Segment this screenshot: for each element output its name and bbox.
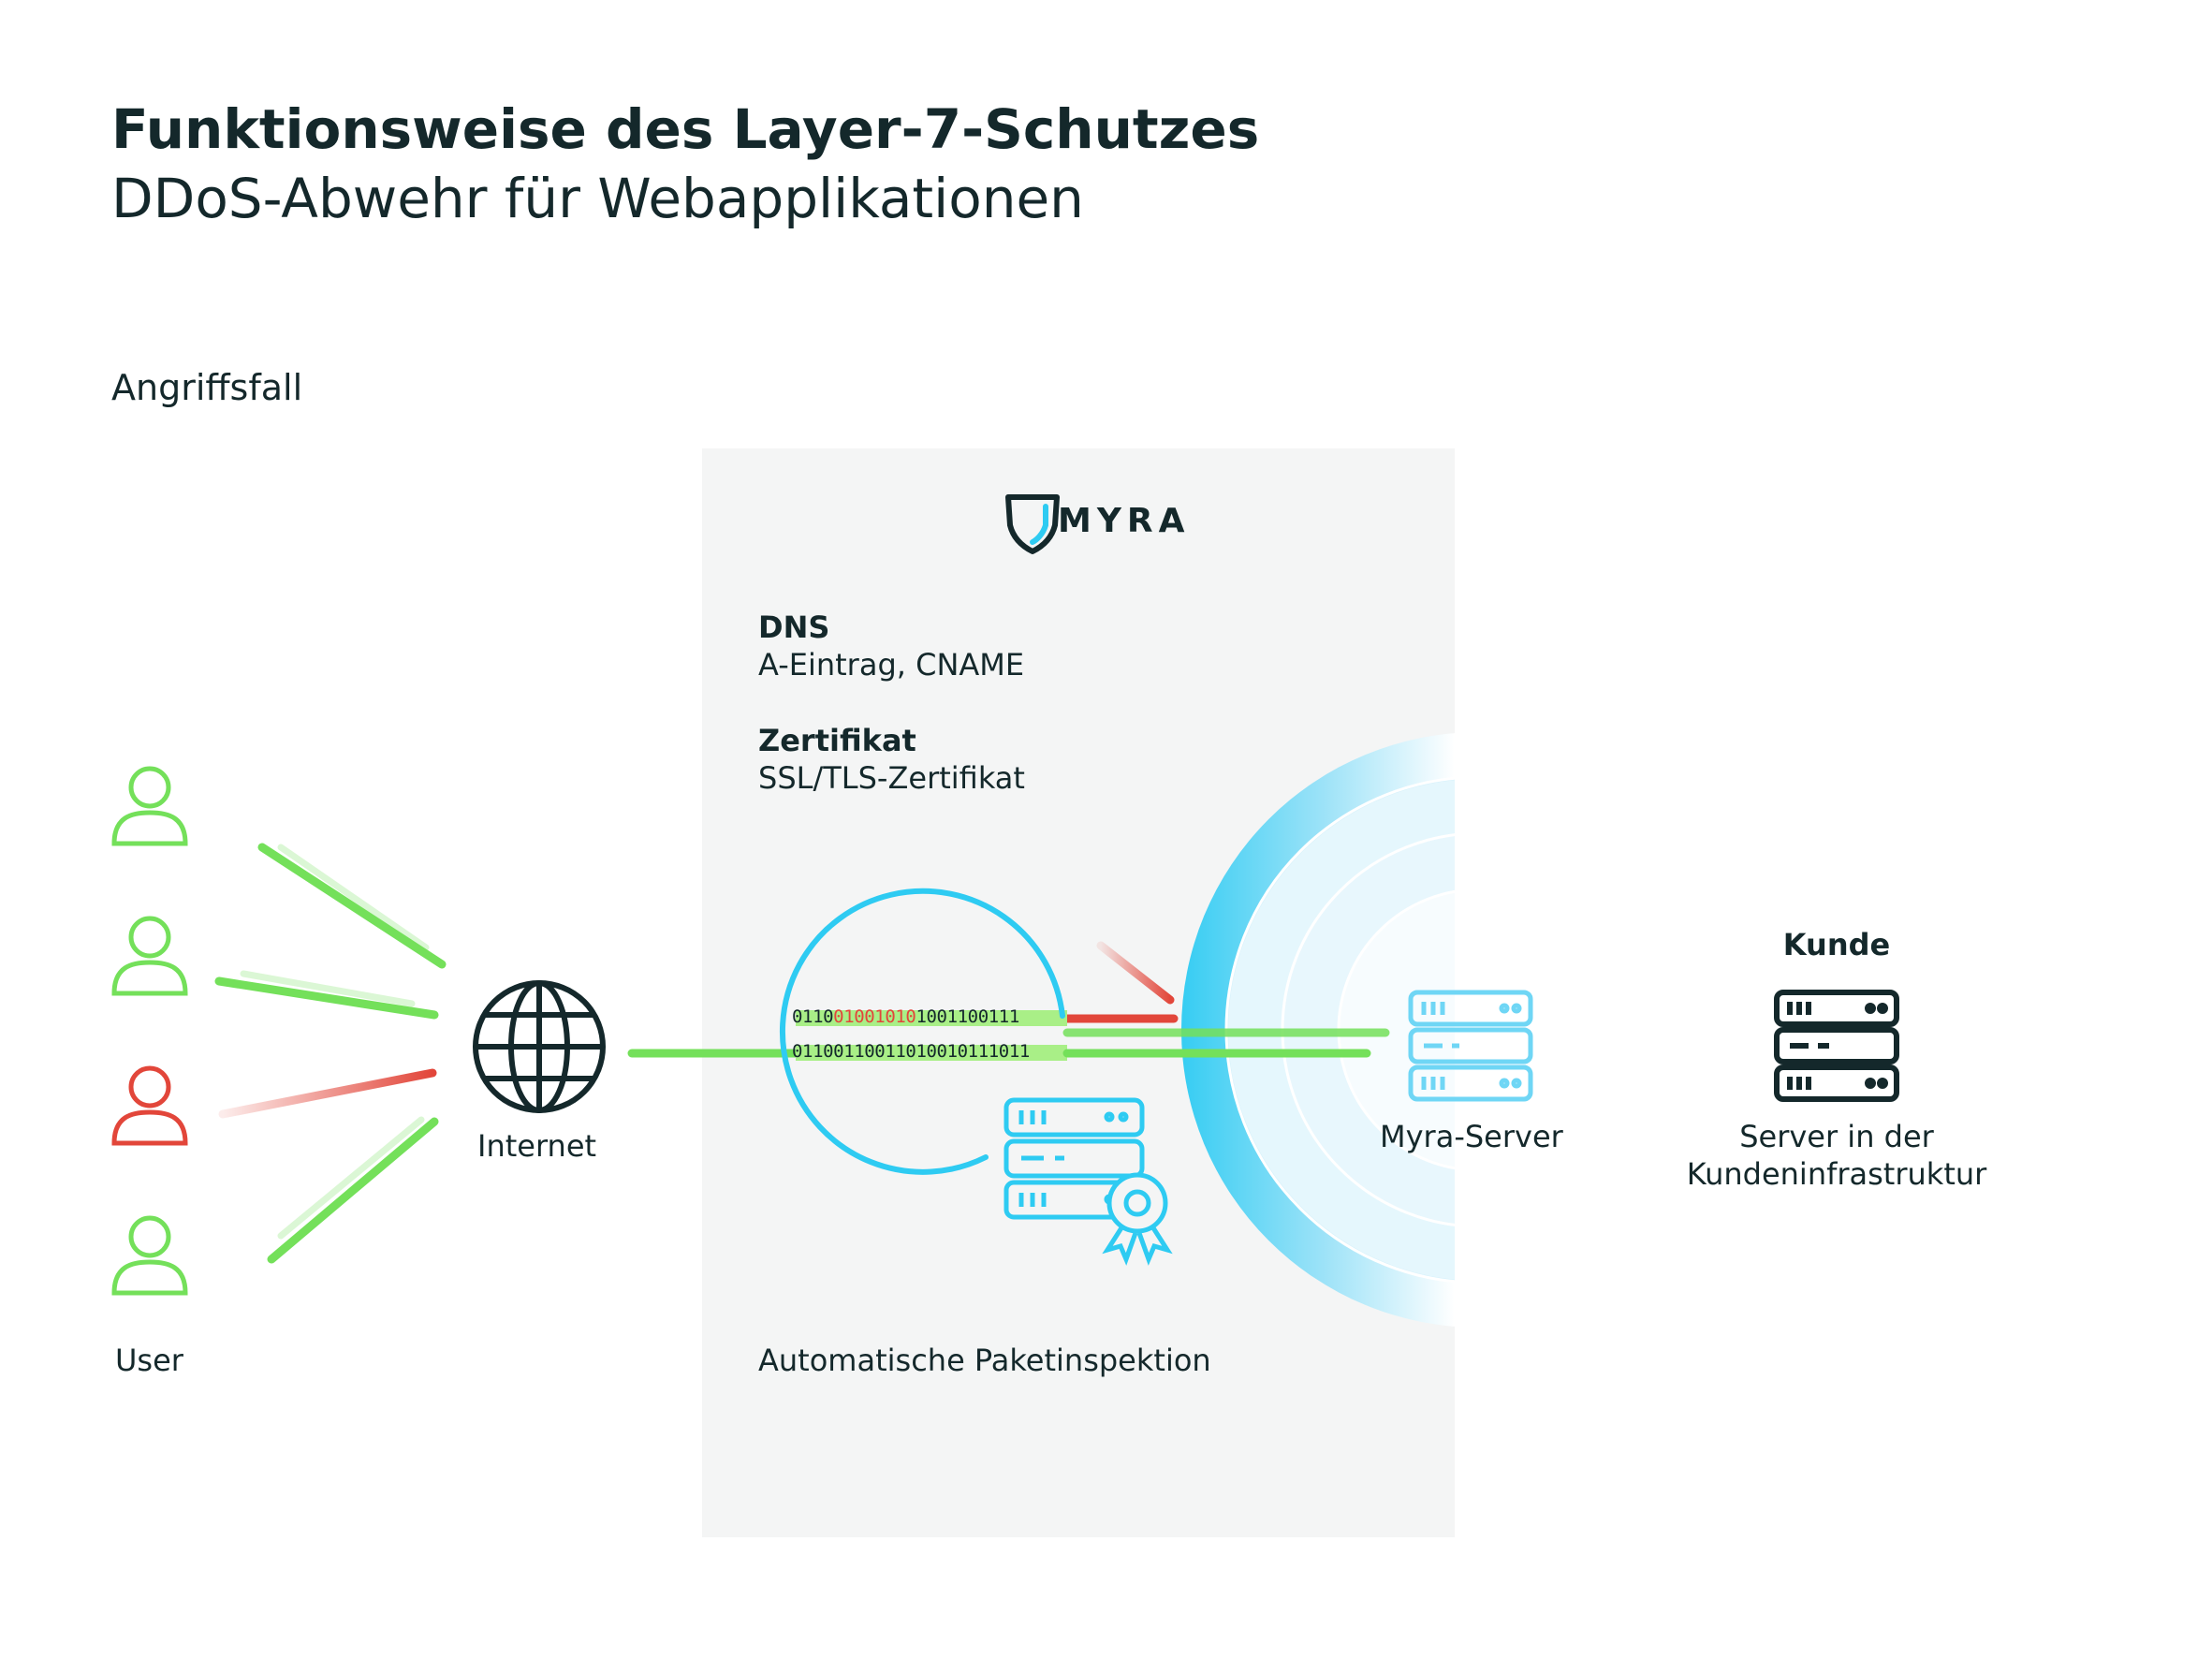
bitstream-top-pre: 0110 <box>792 1006 834 1027</box>
certificate-detail: SSL/TLS-Zertifikat <box>758 760 1025 796</box>
user-traffic-lines <box>214 843 447 1264</box>
bitstream-top: 0110010010101001100111 <box>792 1006 1019 1027</box>
inspection-label: Automatische Paketinspektion <box>758 1343 1211 1378</box>
customer-server-label-line1: Server in der <box>1739 1119 1934 1154</box>
page-subtitle: DDoS-Abwehr für Webapplikationen <box>111 167 1084 230</box>
bitstream-top-flagged: 01001010 <box>833 1006 916 1027</box>
customer-heading: Kunde <box>1782 927 1891 962</box>
inspection-circle <box>779 888 1065 1175</box>
bitstream-top-post: 1001100111 <box>916 1006 1019 1027</box>
shield-logo-icon <box>1005 494 1060 554</box>
dns-detail: A-Eintrag, CNAME <box>758 647 1025 683</box>
page-title: Funktionsweise des Layer-7-Schutzes <box>111 97 1260 161</box>
myra-server-label: Myra-Server <box>1380 1119 1563 1154</box>
user-icon <box>111 1065 188 1146</box>
user-icon <box>111 916 188 996</box>
scenario-label: Angriffsfall <box>111 367 303 408</box>
inbound-traffic-lines <box>627 941 1390 1061</box>
customer-server-label-line2: Kundeninfrastruktur <box>1686 1156 1987 1192</box>
internet-label: Internet <box>477 1128 597 1164</box>
bitstream-bottom: 01100110011010010111011 <box>792 1041 1030 1062</box>
certificate-heading: Zertifikat <box>758 723 916 758</box>
outbound-traffic-lines <box>1554 1020 1742 1058</box>
globe-icon <box>473 980 606 1113</box>
user-icon <box>111 1215 188 1296</box>
certificate-icon <box>1003 1097 1173 1266</box>
user-icon <box>111 766 188 846</box>
users-label: User <box>115 1343 183 1378</box>
server-icon <box>1408 990 1533 1102</box>
server-icon <box>1774 990 1899 1102</box>
brand-logo-text: MYRA <box>1058 502 1191 540</box>
dns-heading: DNS <box>758 609 830 645</box>
